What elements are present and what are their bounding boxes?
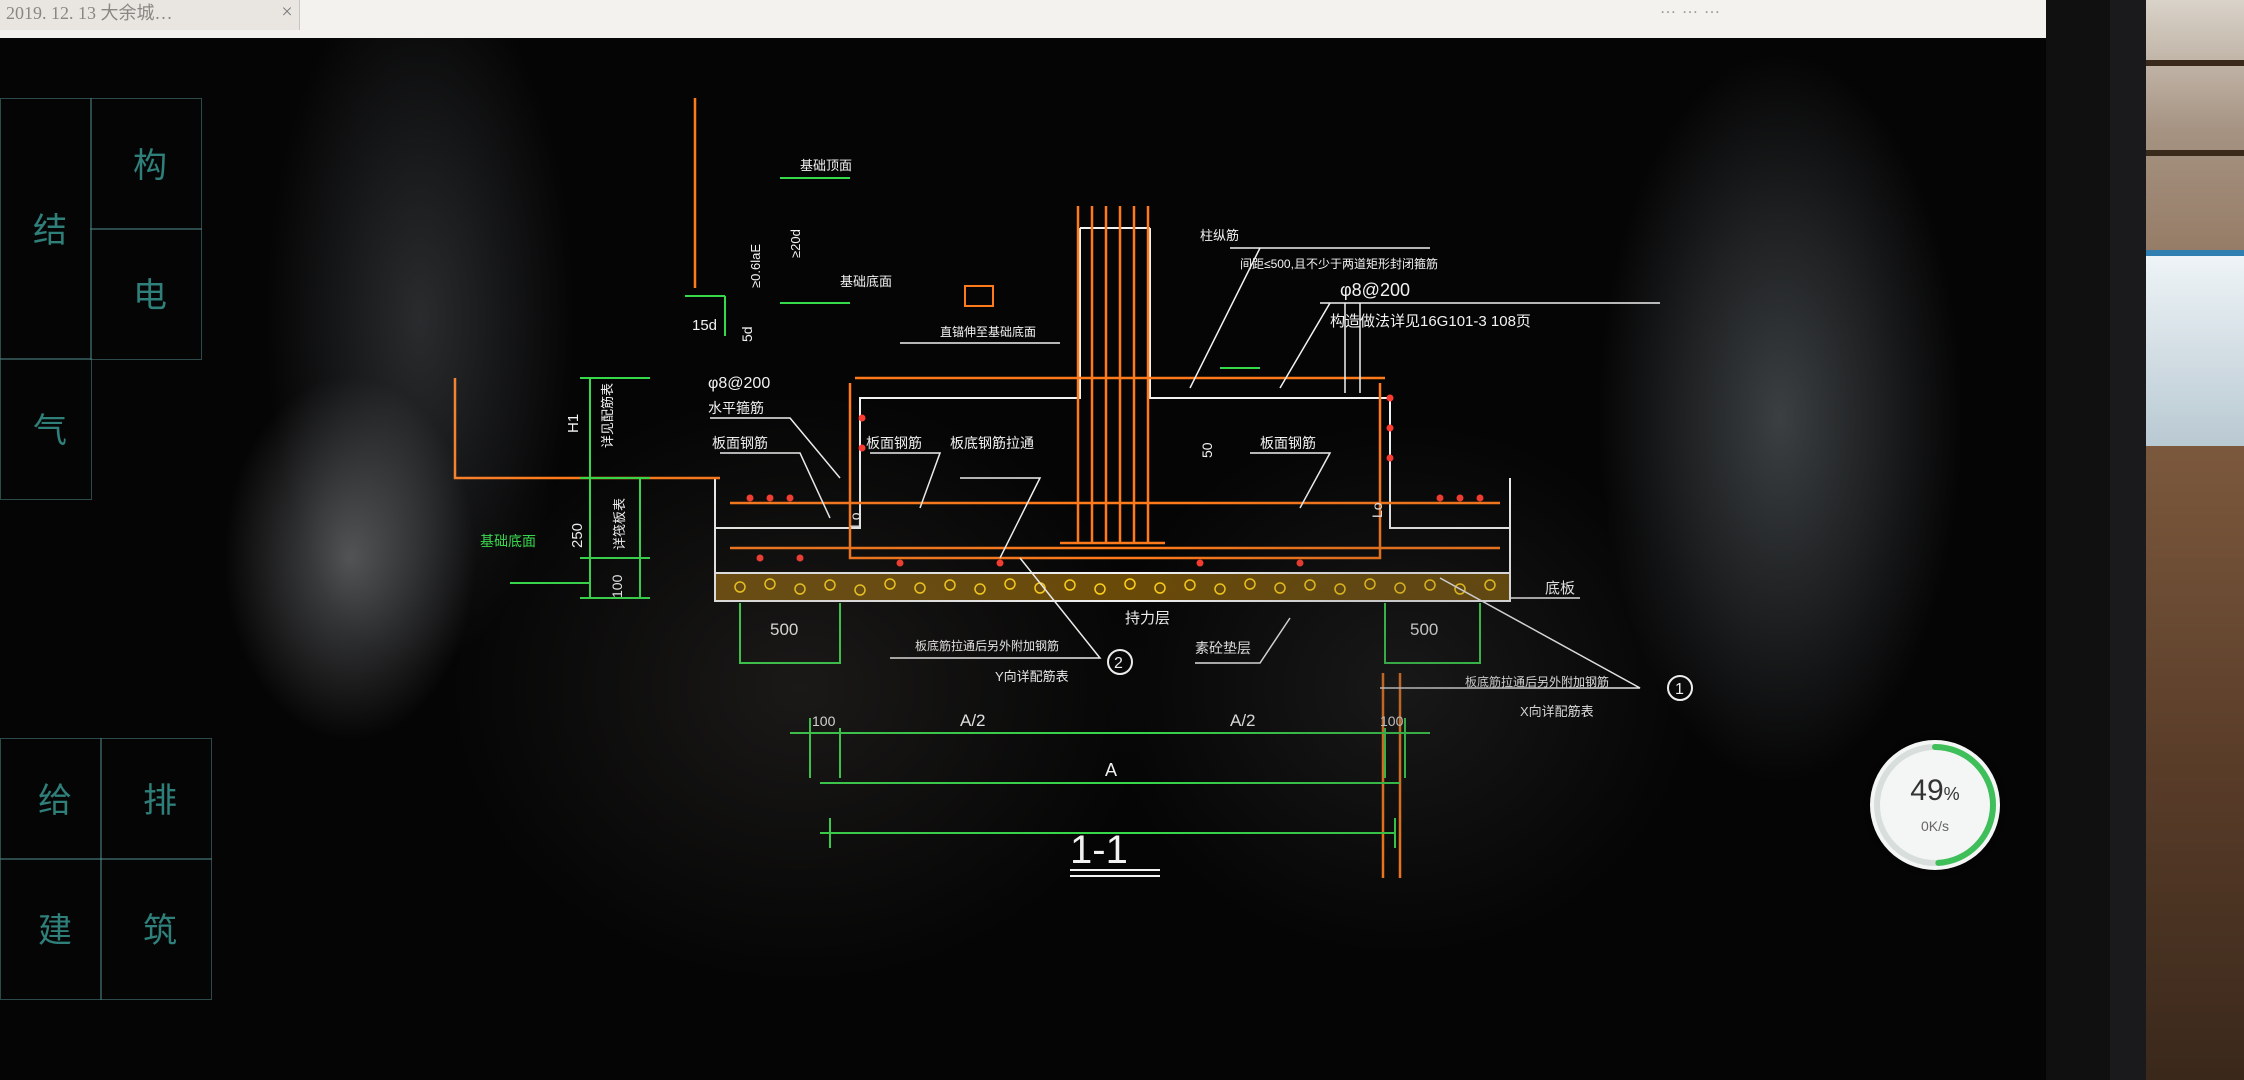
section-title: 1-1 [1070, 828, 1128, 872]
label-slab: 底板 [1545, 579, 1575, 597]
marker-label-2: 2 [1114, 655, 1123, 672]
label-bearing-layer: 持力层 [1125, 610, 1170, 627]
label-raft-table: 详筏板表 [612, 498, 627, 550]
label-a-half-left: A/2 [960, 711, 986, 730]
shelf [2070, 60, 2244, 66]
panel-cell[interactable]: 结 [0, 98, 92, 360]
label-stirrup-spec: φ8@200 [1340, 280, 1410, 300]
panel-cell[interactable]: 给 [0, 738, 102, 860]
shelf [2070, 150, 2244, 156]
marker-circle-1 [1667, 675, 1693, 701]
label-top-bar-left: 板面钢筋 [712, 435, 768, 451]
label-a-half-right: A/2 [1230, 711, 1256, 730]
marker-circle-2 [1107, 649, 1133, 675]
label-base-top: 基础顶面 [800, 158, 852, 173]
label-h1: H1 [565, 414, 582, 433]
leader-lines [710, 247, 1660, 689]
label-x-table: X向详配筋表 [1520, 704, 1594, 719]
panel-cell[interactable]: 排 [100, 738, 212, 860]
rebar-dots [746, 394, 1484, 567]
label-15d: 15d [692, 317, 717, 334]
cad-screen: 结 构 电 气 给 排 建 筑 [0, 38, 2046, 1080]
browser-tab-bar: 2019. 12. 13 大余城… × … … … [0, 0, 2046, 40]
label-5d: 5d [739, 326, 755, 342]
label-base-bottom-left: 基础底面 [480, 533, 536, 549]
label-dim-100: 100 [609, 574, 625, 598]
title-tail: … … … [1660, 0, 1721, 17]
cad-drawing: 基础顶面 基础底面 15d 5d ≥0.6laE ≥20d 柱纵筋 间距≤500… [453, 98, 1693, 878]
panel-cell[interactable]: 构 [90, 98, 202, 230]
label-dim-500-left: 500 [770, 620, 798, 639]
label-dim-100-right: 100 [1380, 713, 1404, 729]
label-column-rebar: 柱纵筋 [1200, 228, 1239, 243]
label-see-table: 详见配筋表 [600, 383, 615, 448]
label-y-table: Y向详配筋表 [995, 669, 1069, 684]
label-dim-500-right: 500 [1410, 620, 1438, 639]
label-y-note: 板底筋拉通后另外附加钢筋 [915, 638, 1059, 653]
label-construction-ref: 构造做法详见16G101-3 108页 [1330, 313, 1531, 330]
panel-cell[interactable]: 电 [90, 228, 202, 360]
network-speed-gauge[interactable]: 49% 0K/s [1870, 740, 2000, 870]
label-a-total: A [1105, 760, 1117, 780]
label-base-bottom-top: 基础底面 [840, 274, 892, 289]
panel-cell[interactable]: 气 [0, 358, 92, 500]
gauge-speed: 0K/s [1920, 818, 1949, 834]
label-dim-250: 250 [569, 523, 586, 548]
label-horiz-bar: 水平箍筋 [708, 400, 764, 416]
layout-panel: 结 构 电 气 给 排 建 筑 [0, 38, 220, 1080]
label-anchor-note: 直锚伸至基础底面 [940, 324, 1036, 339]
label-dim-100-left: 100 [812, 713, 836, 729]
gauge-percent: 49% [1910, 774, 1960, 807]
dimension-lines [510, 177, 1481, 848]
label-top-bar-right: 板面钢筋 [1260, 435, 1316, 451]
panel-cell[interactable]: 建 [0, 858, 102, 1000]
label-phi-left: φ8@200 [708, 375, 770, 392]
monitor-bezel: 2019. 12. 13 大余城… × … … … 结 构 电 气 给 排 建 … [0, 0, 2146, 1080]
label-lae: ≥0.6laE [748, 244, 763, 288]
label-top-bar-mid: 板面钢筋 [866, 435, 922, 451]
rebar-lines [453, 98, 1500, 878]
browser-tab[interactable]: 2019. 12. 13 大余城… × [0, 0, 300, 30]
cushion-layer [714, 572, 1511, 602]
cushion-hatch [734, 578, 1496, 596]
gauge-ring [1874, 744, 1996, 866]
section-underline [1070, 869, 1160, 877]
column-section-symbol [964, 285, 994, 307]
tab-title: 2019. 12. 13 大余城… [6, 3, 173, 23]
label-stirrup-note: 间距≤500,且不少于两道矩形封闭箍筋 [1240, 256, 1438, 271]
label-lo-2: Lo [1369, 502, 1385, 518]
marker-label-1: 1 [1675, 681, 1684, 698]
panel-cell[interactable]: 筑 [100, 858, 212, 1000]
label-20d: ≥20d [788, 229, 803, 258]
label-50: 50 [1199, 442, 1215, 458]
label-cushion: 素砼垫层 [1195, 640, 1251, 656]
tab-close-icon[interactable]: × [281, 1, 293, 23]
label-x-note: 板底筋拉通后另外附加钢筋 [1465, 674, 1609, 689]
label-lo-1: Lo [847, 512, 863, 528]
label-bottom-through: 板底钢筋拉通 [950, 435, 1034, 451]
